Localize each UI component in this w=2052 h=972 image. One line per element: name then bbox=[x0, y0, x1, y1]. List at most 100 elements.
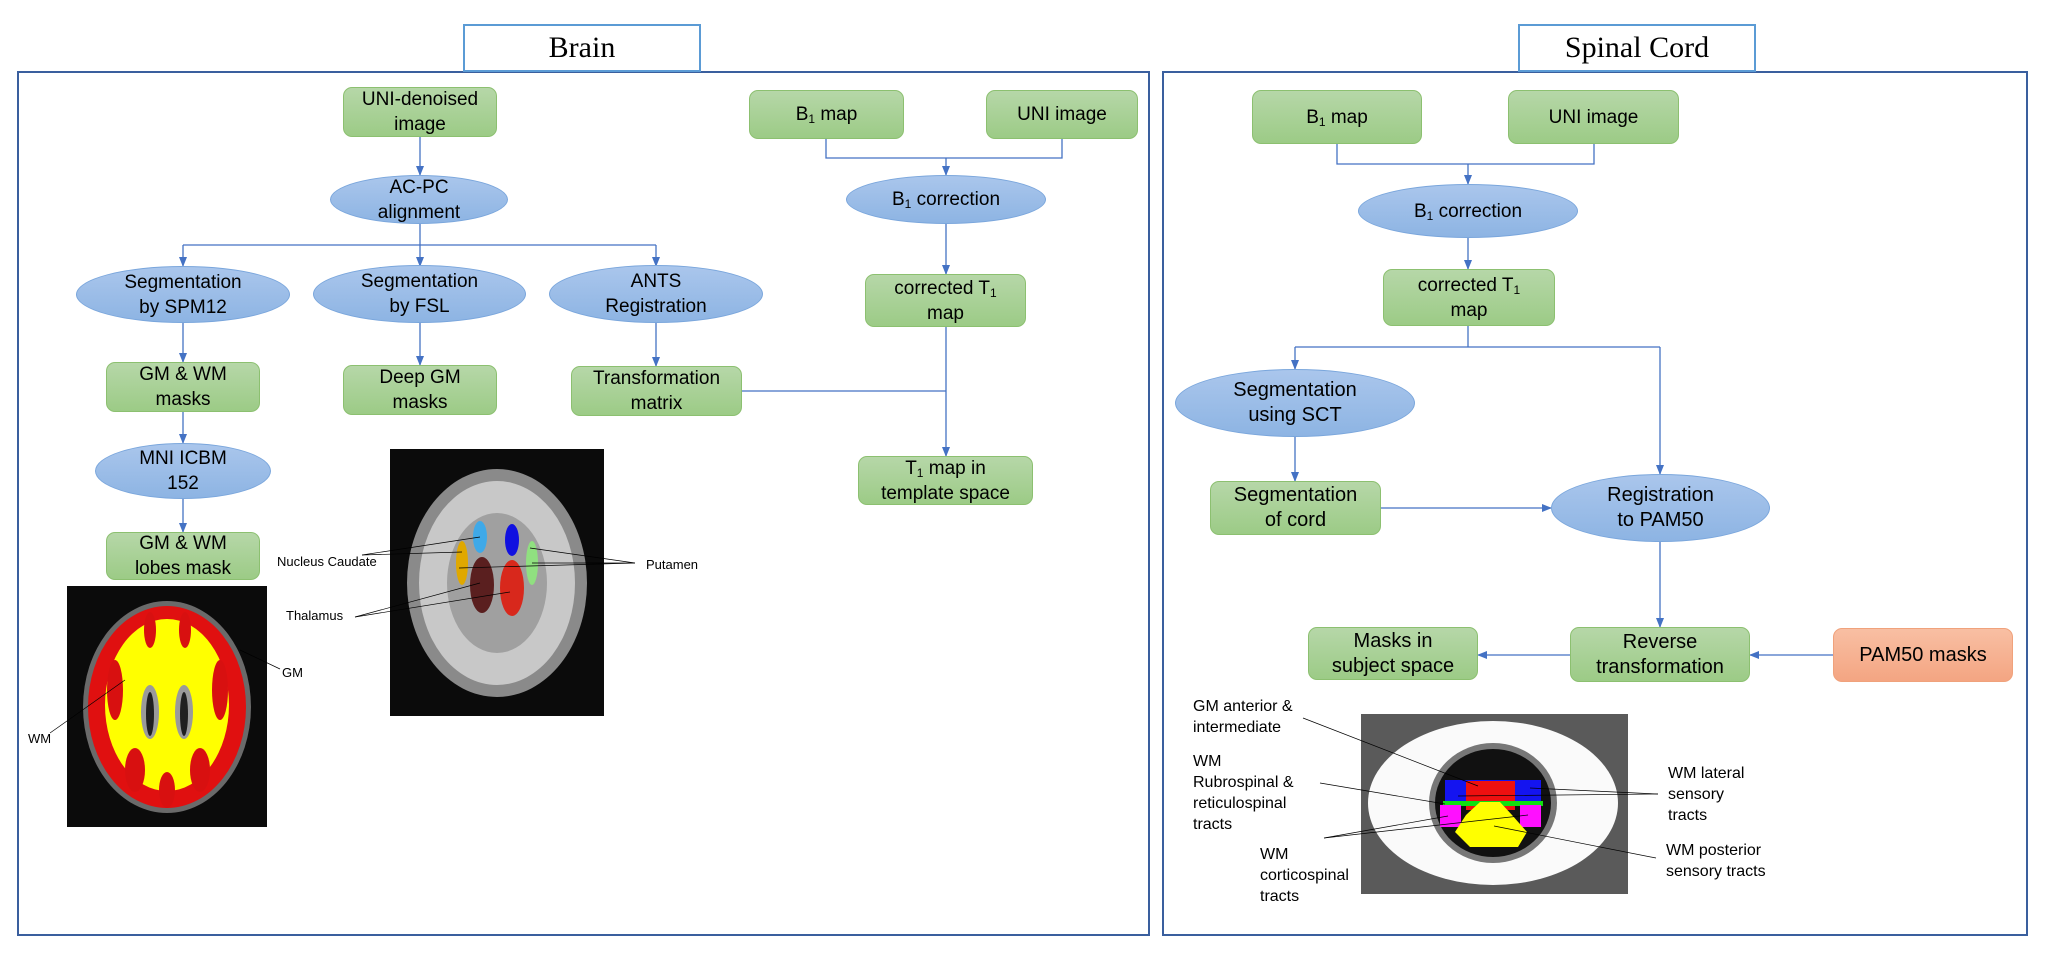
text: correction bbox=[1433, 200, 1523, 222]
spinal-b1-correction-ellipse: B1 correction bbox=[1358, 184, 1578, 238]
node-label: Reverse bbox=[1622, 630, 1698, 653]
registration-pam50-ellipse: Registration to PAM50 bbox=[1551, 474, 1770, 542]
segmentation-fsl-ellipse: Segmentation by FSL bbox=[313, 265, 526, 323]
node-label: PAM50 masks bbox=[1859, 643, 1987, 666]
label-line: tracts bbox=[1668, 807, 1708, 824]
node-label: Transformation bbox=[592, 368, 721, 389]
node-label: B1 map bbox=[1306, 105, 1368, 130]
text: map in bbox=[923, 457, 986, 479]
spinal-cord-panel bbox=[1162, 71, 2028, 936]
node-label: UNI image bbox=[1017, 104, 1107, 125]
ants-registration-ellipse: ANTS Registration bbox=[549, 265, 763, 323]
subscript: 1 bbox=[1318, 114, 1326, 129]
wm-label: WM bbox=[28, 731, 52, 746]
label-line: Rubrospinal & bbox=[1193, 774, 1294, 791]
node-label: B1 correction bbox=[892, 187, 1000, 212]
pam50-masks-box: PAM50 masks bbox=[1833, 628, 2013, 682]
label-line: sensory bbox=[1668, 786, 1725, 803]
transformation-matrix-box: Transformation matrix bbox=[571, 366, 742, 416]
node-label: template space bbox=[881, 482, 1010, 504]
wm-corticospinal-label: WM corticospinal tracts bbox=[1260, 844, 1349, 907]
node-label: AC-PC bbox=[389, 176, 449, 198]
label-line: sensory tracts bbox=[1666, 863, 1766, 880]
spinal-cord-title: Spinal Cord bbox=[1518, 24, 1756, 72]
subscript: 1 bbox=[808, 112, 816, 126]
node-label: UNI image bbox=[1548, 106, 1639, 128]
node-label: matrix bbox=[630, 393, 683, 414]
nucleus-caudate-label: Nucleus Caudate bbox=[277, 554, 377, 569]
brain-title: Brain bbox=[463, 24, 701, 72]
node-label: of cord bbox=[1264, 509, 1327, 531]
label-line: reticulospinal bbox=[1193, 795, 1287, 812]
brain-b1-correction-ellipse: B1 correction bbox=[846, 175, 1046, 224]
label-line: tracts bbox=[1260, 888, 1300, 905]
label-line: WM bbox=[1193, 753, 1222, 770]
subscript: 1 bbox=[1426, 208, 1434, 223]
subscript: 1 bbox=[990, 285, 997, 300]
text: corrected T bbox=[1417, 274, 1514, 296]
thalamus-label: Thalamus bbox=[286, 608, 344, 623]
node-label: Segmentation bbox=[124, 271, 242, 293]
spinal-cord-tracts-image bbox=[1361, 714, 1628, 894]
gm-wm-segmentation-image bbox=[67, 586, 267, 827]
node-label: by FSL bbox=[389, 296, 450, 317]
brain-panel bbox=[17, 71, 1150, 936]
wm-lateral-sensory-label: WM lateral sensory tracts bbox=[1668, 763, 1744, 826]
subscript: 1 bbox=[904, 197, 912, 211]
node-label: corrected T1 bbox=[894, 276, 996, 301]
label-line: corticospinal bbox=[1260, 867, 1349, 884]
brain-uni-image-box: UNI image bbox=[986, 90, 1138, 139]
node-label: map bbox=[1450, 299, 1488, 321]
text: map bbox=[815, 104, 858, 125]
spinal-uni-image-box: UNI image bbox=[1508, 90, 1679, 144]
node-label: corrected T1 bbox=[1418, 273, 1520, 298]
node-label: image bbox=[394, 114, 446, 135]
node-label: masks bbox=[392, 392, 448, 413]
node-label: subject space bbox=[1331, 654, 1455, 677]
node-label: transformation bbox=[1596, 655, 1724, 678]
spinal-b1-map-box: B1 map bbox=[1252, 90, 1422, 144]
brain-b1-map-box: B1 map bbox=[749, 90, 904, 139]
label-line: tracts bbox=[1193, 816, 1233, 833]
node-label: T1 map in bbox=[905, 456, 986, 481]
text: T bbox=[905, 457, 917, 479]
deep-gm-axial-image bbox=[390, 449, 604, 716]
label-line: WM lateral bbox=[1668, 765, 1745, 782]
node-label: MNI ICBM bbox=[139, 448, 227, 469]
node-label: Registration bbox=[605, 296, 707, 317]
node-label: Deep GM bbox=[379, 367, 461, 388]
text: correction bbox=[911, 189, 1001, 210]
node-label: B1 map bbox=[796, 102, 858, 127]
label-line: WM bbox=[1260, 846, 1289, 863]
node-label: Segmentation bbox=[1233, 484, 1358, 506]
node-label: masks bbox=[155, 389, 211, 410]
node-label: Registration bbox=[1607, 484, 1714, 506]
node-label: Segmentation bbox=[360, 271, 479, 292]
node-label: using SCT bbox=[1248, 404, 1342, 426]
text: B bbox=[1306, 106, 1319, 128]
node-label: to PAM50 bbox=[1617, 509, 1704, 531]
node-label: lobes mask bbox=[134, 558, 232, 579]
text: B bbox=[891, 189, 905, 210]
text: B bbox=[1413, 200, 1427, 222]
subscript: 1 bbox=[916, 465, 924, 480]
node-label: map bbox=[927, 302, 964, 324]
label-line: WM posterior bbox=[1666, 842, 1762, 859]
text: B bbox=[795, 104, 809, 125]
node-label: ANTS bbox=[630, 271, 682, 292]
text: corrected T bbox=[894, 277, 991, 299]
gm-anterior-intermediate-label: GM anterior &intermediate bbox=[1193, 696, 1293, 738]
gm-label: GM bbox=[282, 665, 303, 680]
node-label: Masks in bbox=[1353, 629, 1433, 652]
